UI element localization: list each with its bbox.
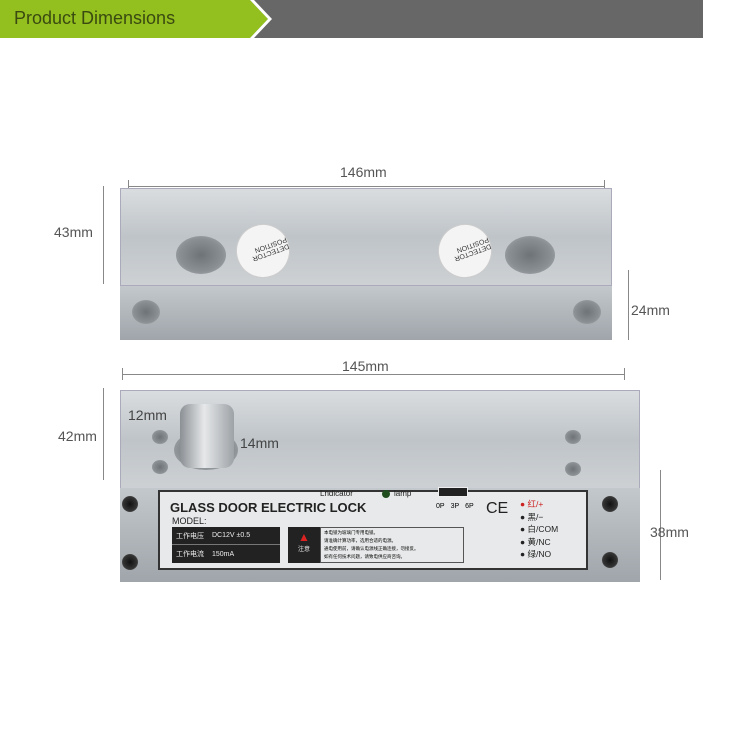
dim-line-145 [122,374,624,375]
dim-panel-height: 38mm [650,524,689,540]
header-tab [0,0,268,38]
spec-key: 工作电压 [176,532,204,540]
note-line: 如有任何技术问题，请致电供应商咨询。 [324,554,405,559]
dim-line-146 [128,186,604,187]
screw-hole [132,300,160,324]
wire-item: ● 黄/NC [520,536,551,547]
spec-table: 工作电压 DC12V ±0.5 工作电流 150mA [172,527,280,563]
ce-mark: CE [486,500,509,517]
wire-item: ● 白/COM [520,524,559,534]
wire-list: ● 红/+ ● 黑/− ● 白/COM ● 黄/NC ● 绿/NO [520,498,558,561]
wire-item: ● 红/+ [520,499,544,509]
wire-item: ● 黑/− [520,511,544,522]
screw [152,460,168,474]
spec-value: 150mA [212,550,235,558]
dim-tick [122,368,123,380]
screw [122,554,138,570]
dim-tick [128,180,129,192]
dim-length-bottom: 145mm [342,358,389,374]
lock-front-face [120,286,612,340]
lamp-led [382,490,390,498]
dim-height-bottom: 42mm [58,428,97,444]
dip-label: 0P [436,503,445,510]
screw-hole [573,300,601,324]
lamp-label: lamp [394,489,412,498]
wire-label: 黑/− [527,511,544,522]
dim-line-38 [660,470,661,580]
mount-hole [505,236,555,274]
notes-box: 本电锁为玻璃门专用电锁。 请准确计算功率，选用合适的电源。 通电使用前，请确认电… [320,527,464,563]
screw [122,496,138,512]
screw [152,430,168,444]
dip-switch [438,487,468,497]
dim-line-24 [628,270,629,340]
dim-line-43 [103,186,104,284]
dim-length-top: 146mm [340,164,387,180]
dim-line-42 [103,388,104,480]
indicator-label: Lndicator [320,489,353,498]
label-title: GLASS DOOR ELECTRIC LOCK [170,500,367,515]
dim-tick [624,368,625,380]
spec-key: 工作电流 [176,551,204,558]
dim-height-top: 43mm [54,224,93,240]
wire-item: ● 绿/NO [520,549,552,559]
wire-label: 黄/NC [527,536,551,547]
label-model: MODEL: [172,516,207,526]
dim-tick [604,180,605,192]
note-line: 请准确计算功率，选用合适的电源。 [324,538,396,543]
screw [565,462,581,476]
bolt-cylinder [180,404,234,468]
note-line: 通电使用前，请确认电源线正确连接，勿接反。 [324,546,419,551]
dim-front-height: 24mm [631,302,670,318]
warning-label: 注意 [297,547,310,553]
wire-label: 绿/NO [527,549,552,559]
note-line: 本电锁为玻璃门专用电锁。 [324,530,378,535]
page-title: Product Dimensions [14,8,176,28]
dim-bolt-width: 12mm [128,407,167,423]
screw [565,430,581,444]
mount-hole [176,236,226,274]
wire-label: 红/+ [527,499,544,509]
spec-value: DC12V ±0.5 [212,532,251,539]
dim-bolt-height: 14mm [240,435,279,451]
screw [602,552,618,568]
screw [602,496,618,512]
warning-box: ▲ 注意 [288,527,320,563]
dip-label: 6P [465,503,474,510]
dip-label: 3P [450,503,460,510]
wire-label: 白/COM [527,524,559,534]
dip-labels: 0P 3P 6P [436,503,474,510]
warning-icon: ▲ [298,530,310,544]
